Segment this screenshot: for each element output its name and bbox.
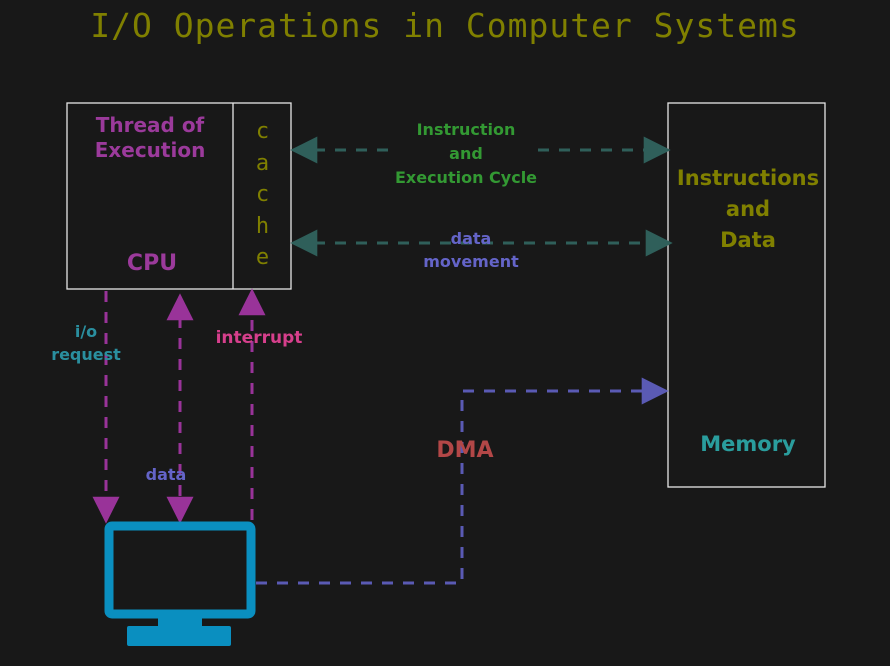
cache-letter: h [255,213,270,239]
cache-letter: e [255,245,270,270]
dma-arrow [256,377,669,585]
memory-box [667,102,826,488]
dma-label: DMA [436,438,494,463]
page-title: I/O Operations in Computer Systems [90,6,800,45]
memory-label: Memory [700,432,796,456]
cache-letter: c [255,119,270,144]
thread-of-execution-label: Thread of Execution [94,113,206,162]
cache-letter: c [255,182,270,207]
cache-letter: a [255,150,270,176]
interrupt-label: interrupt [215,328,303,348]
cpu-label: CPU [126,251,178,276]
instructions-and-data-label: Instructions and Data [676,166,820,252]
monitor-icon [104,521,256,646]
data-label: data [145,465,187,484]
data-movement-label: data movement [423,229,519,271]
io-request-label: i/o request [51,322,121,364]
cpu-box [66,102,292,290]
instruction-cycle-label: Instruction and Execution Cycle [394,120,538,187]
cache-label: c a c h e [234,116,291,274]
